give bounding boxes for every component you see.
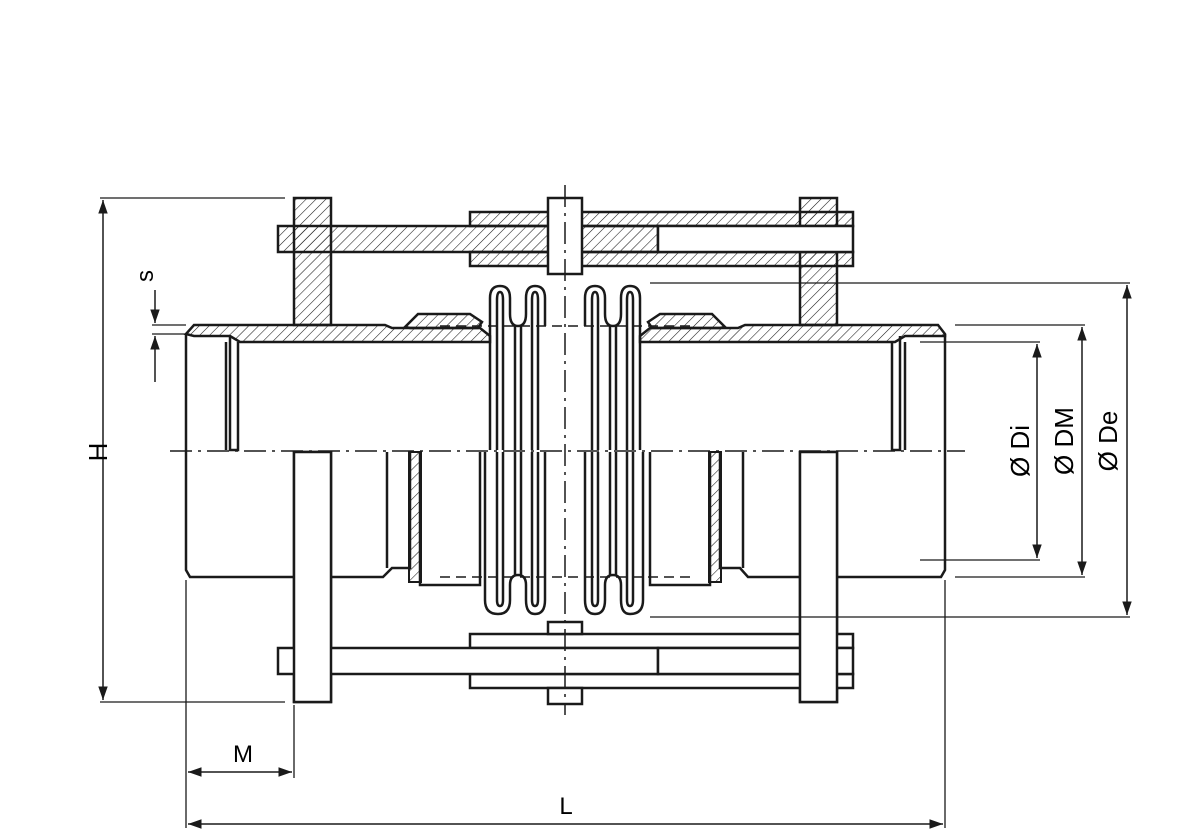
bellows xyxy=(483,284,645,616)
right-inner-sleeve xyxy=(890,336,902,452)
left-pipe-bottom-step xyxy=(331,452,412,579)
bottom-lower-plate xyxy=(468,672,855,690)
centerlines xyxy=(170,185,965,715)
top-upper-plate xyxy=(468,210,855,228)
pipe-walls-top xyxy=(183,312,947,344)
extension-lines xyxy=(100,197,1130,828)
top-right-tie-bar xyxy=(656,224,855,254)
lower-weld-bands xyxy=(408,451,722,583)
bellows-bottom-convolutions xyxy=(483,452,645,616)
dimension-labels: H s M L Ø Di Ø DM Ø De xyxy=(83,270,1123,820)
left-weld-top xyxy=(402,312,484,330)
right-pipe-bottom-step xyxy=(718,452,800,579)
bellows-top-convolutions xyxy=(488,284,642,328)
label-s: s xyxy=(132,270,159,282)
right-weld-top xyxy=(646,312,728,330)
right-pipe-end xyxy=(838,334,947,579)
bottom-upper-plate xyxy=(468,632,855,650)
label-di: Ø Di xyxy=(1005,425,1035,477)
label-dm: Ø DM xyxy=(1049,407,1079,475)
dimension-lines xyxy=(98,200,1132,829)
label-m: M xyxy=(233,741,253,768)
top-left-lug xyxy=(292,196,333,327)
left-pipe-end xyxy=(184,334,294,579)
bottom-tie-rod-assembly xyxy=(276,450,855,706)
top-lower-plate xyxy=(468,250,855,268)
left-inner-sleeve xyxy=(228,336,240,452)
label-de: Ø De xyxy=(1093,411,1123,472)
top-left-tie-bar xyxy=(276,224,660,254)
bottom-left-tie-bar xyxy=(276,646,660,676)
label-h: H xyxy=(83,443,113,462)
label-l: L xyxy=(559,793,572,820)
